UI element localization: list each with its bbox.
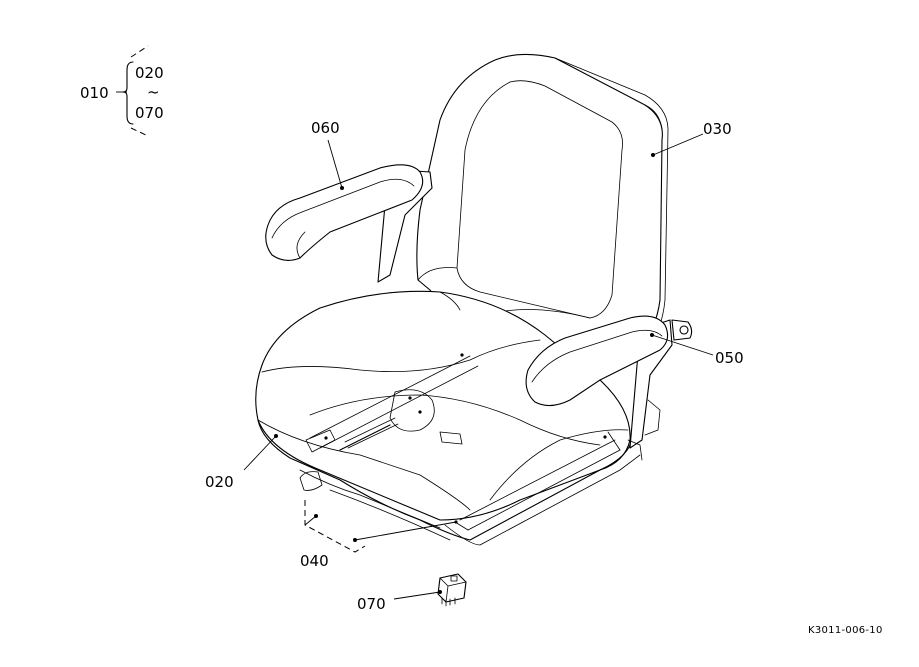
label-070: 070 (357, 595, 386, 613)
label-030: 030 (703, 120, 732, 138)
label-020: 020 (205, 473, 234, 491)
slide-rail-assembly (299, 353, 621, 541)
assembly-bracket: 010 020 ~ 070 (80, 45, 164, 137)
armrest-right (525, 315, 693, 449)
label-040: 040 (300, 552, 329, 570)
seat-cushion (255, 290, 633, 541)
label-070-range: 070 (135, 104, 164, 122)
label-020-range: 020 (135, 64, 164, 82)
callouts: 060 030 050 020 040 070 (205, 119, 744, 613)
label-range-tilde: ~ (147, 83, 160, 101)
figure-reference: K3011-006-10 (808, 625, 883, 636)
label-050: 050 (715, 349, 744, 367)
seat-switch (437, 573, 467, 607)
label-060: 060 (311, 119, 340, 137)
label-010: 010 (80, 84, 109, 102)
armrest-left (265, 164, 433, 283)
seat-base (444, 399, 661, 546)
